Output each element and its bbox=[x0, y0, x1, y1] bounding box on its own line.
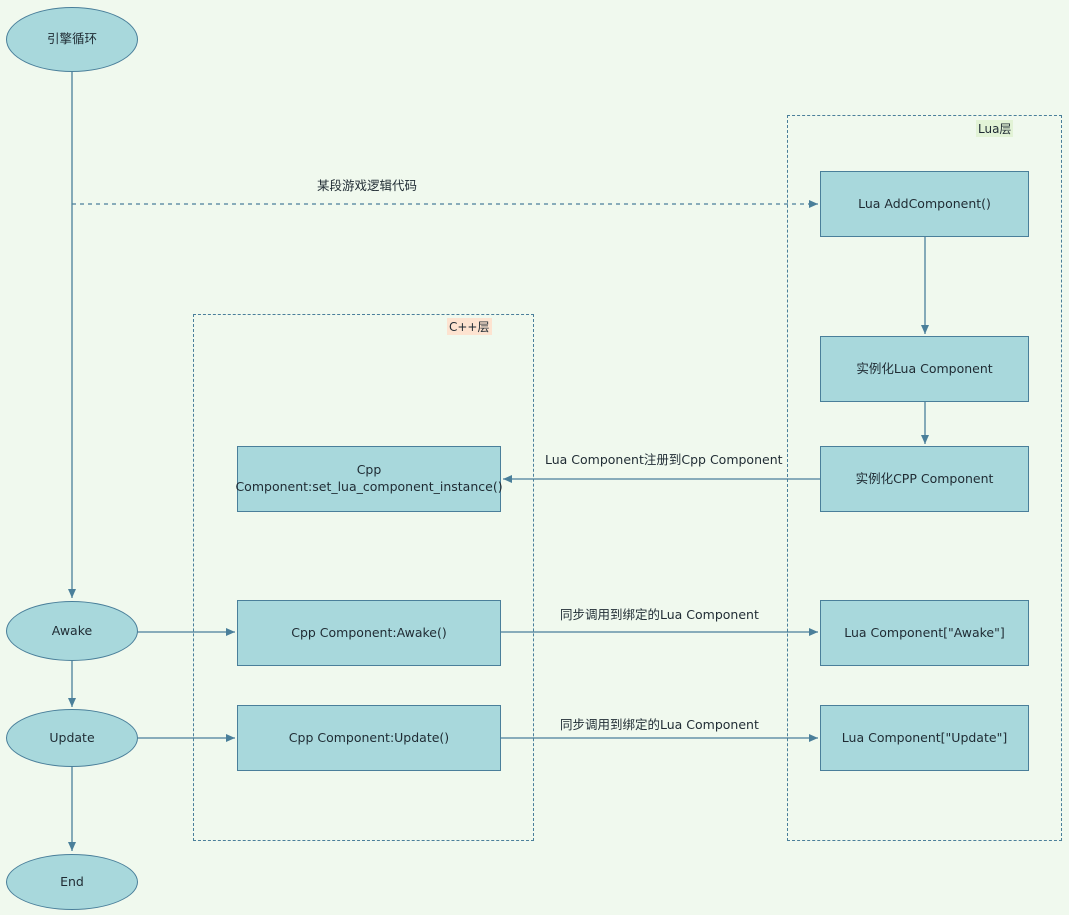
engine-loop-node: 引擎循环 bbox=[6, 7, 138, 72]
group-cpp-layer-label: C++层 bbox=[447, 318, 492, 335]
edge-label-register: Lua Component注册到Cpp Component bbox=[545, 452, 783, 467]
edge-label-sync-call-update: 同步调用到绑定的Lua Component bbox=[560, 717, 759, 732]
awake-node: Awake bbox=[6, 601, 138, 661]
cpp-update-node: Cpp Component:Update() bbox=[237, 705, 501, 771]
group-lua-layer bbox=[787, 115, 1062, 841]
cpp-awake-node: Cpp Component:Awake() bbox=[237, 600, 501, 666]
instantiate-cpp-component-node: 实例化CPP Component bbox=[820, 446, 1029, 512]
edge-label-sync-call-awake: 同步调用到绑定的Lua Component bbox=[560, 607, 759, 622]
instantiate-lua-component-node: 实例化Lua Component bbox=[820, 336, 1029, 402]
lua-awake-node: Lua Component["Awake"] bbox=[820, 600, 1029, 666]
edge-label-game-logic: 某段游戏逻辑代码 bbox=[317, 178, 418, 193]
update-node: Update bbox=[6, 709, 138, 767]
cpp-set-lua-instance-node: Cpp Component:set_lua_component_instance… bbox=[235, 446, 503, 512]
end-node: End bbox=[6, 854, 138, 910]
group-cpp-layer bbox=[193, 314, 534, 841]
group-lua-layer-label: Lua层 bbox=[976, 120, 1014, 137]
lua-update-node: Lua Component["Update"] bbox=[820, 705, 1029, 771]
lua-add-component-node: Lua AddComponent() bbox=[820, 171, 1029, 237]
